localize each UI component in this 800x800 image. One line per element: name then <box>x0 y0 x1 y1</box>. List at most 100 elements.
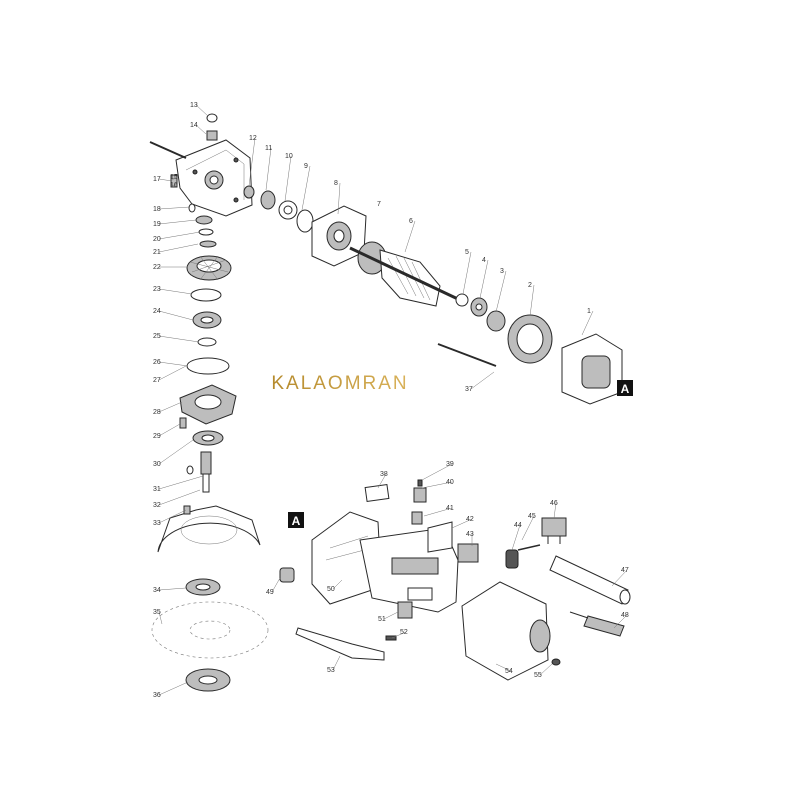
power-cord-part <box>569 611 625 637</box>
watermark-logo: KALAOMRAN <box>271 373 408 394</box>
svg-text:A: A <box>621 382 630 396</box>
part-number-label: 20 <box>153 236 161 243</box>
part-number-label: 13 <box>190 102 198 109</box>
part-number-label: 38 <box>380 471 388 478</box>
part-number-label: 11 <box>265 145 272 152</box>
part-number-label: 26 <box>153 359 161 366</box>
leader-line <box>158 401 183 413</box>
part-number-label: 43 <box>466 531 474 538</box>
field-coil-part <box>561 333 623 405</box>
spindle-part <box>186 451 212 493</box>
rear-cover-part <box>461 581 561 681</box>
leader-line <box>611 569 628 587</box>
svg-text:A: A <box>292 514 301 528</box>
leader-line <box>195 104 209 117</box>
baffle-ring-part <box>507 314 553 364</box>
part-number-label: 14 <box>190 122 198 129</box>
part-number-label: 53 <box>327 667 335 674</box>
switch-lever-part <box>295 627 397 661</box>
part-number-label: 6 <box>409 218 413 225</box>
part-number-label: 18 <box>153 206 161 213</box>
part-number-label: 44 <box>514 522 522 529</box>
leader-line <box>479 259 489 299</box>
part-number-label: 51 <box>378 616 386 623</box>
part-number-label: 1 <box>587 308 591 315</box>
grinding-wheel-part <box>151 601 269 659</box>
part-number-label: 34 <box>153 587 161 594</box>
leader-line <box>332 579 343 590</box>
part-number-label: 55 <box>534 672 542 679</box>
connector-mark-top: A <box>617 380 633 396</box>
part-number-label: 8 <box>334 180 338 187</box>
part-number-label: 41 <box>446 505 454 512</box>
part-number-label: 32 <box>153 502 161 509</box>
part-number-label: 15 <box>170 174 178 181</box>
leader-line <box>158 206 191 210</box>
leader-line <box>158 439 194 465</box>
leader-line <box>248 137 256 187</box>
part-number-label: 2 <box>528 282 532 289</box>
part-number-label: 21 <box>153 249 161 256</box>
leader-line <box>158 178 173 182</box>
leader-line <box>539 663 553 676</box>
bearing-parts-upper <box>243 185 314 233</box>
leader-line <box>271 577 281 593</box>
leader-line <box>158 681 189 696</box>
leader-line <box>495 270 507 313</box>
part-number-label: 54 <box>505 668 513 675</box>
part-number-label: 27 <box>153 377 161 384</box>
gear-housing-part <box>149 139 253 217</box>
leader-line <box>421 463 453 481</box>
part-number-label: 47 <box>621 567 629 574</box>
part-number-label: 36 <box>153 692 161 699</box>
leader-line <box>495 663 512 672</box>
leader-line <box>553 502 557 519</box>
leader-line <box>383 611 399 620</box>
cord-guard-and-capacitor-parts <box>505 517 567 569</box>
leader-line <box>170 176 177 182</box>
leader-line <box>158 361 189 367</box>
part-number-label: 52 <box>400 629 408 636</box>
wheel-guard-part <box>157 505 261 553</box>
leader-line <box>521 515 535 541</box>
part-number-label: 22 <box>153 264 161 271</box>
leader-line <box>511 524 521 551</box>
long-screw-part <box>437 343 497 367</box>
switch-and-label-parts <box>364 479 479 563</box>
armature-part <box>349 241 461 307</box>
leader-line <box>284 155 292 202</box>
leader-line <box>170 184 177 187</box>
bearing-box-part <box>179 384 237 446</box>
leader-line <box>158 219 197 225</box>
part-number-label: 29 <box>153 433 161 440</box>
leader-line <box>158 489 201 506</box>
snap-ring-and-bearing-parts <box>186 288 230 375</box>
part-number-label: 33 <box>153 520 161 527</box>
leader-line <box>158 243 199 253</box>
part-number-label: 46 <box>550 500 558 507</box>
part-number-label: 50 <box>327 586 335 593</box>
leader-line <box>470 371 495 390</box>
leader-line <box>332 655 341 671</box>
leader-line <box>423 507 453 517</box>
leader-line <box>377 473 387 489</box>
leader-line <box>265 147 272 191</box>
bevel-gear-part <box>186 255 232 281</box>
leader-line <box>158 509 187 524</box>
part-number-label: 31 <box>153 486 161 493</box>
leader-line <box>158 611 163 625</box>
rear-bearing-parts <box>455 293 506 332</box>
leader-line <box>158 288 193 295</box>
leader-line <box>581 310 594 336</box>
part-number-label: 45 <box>528 513 536 520</box>
part-number-label: 37 <box>465 386 473 393</box>
leader-line <box>462 251 472 295</box>
part-number-label: 10 <box>285 153 293 160</box>
leader-line <box>421 481 453 489</box>
part-number-label: 23 <box>153 286 161 293</box>
small-hardware-parts <box>170 113 218 248</box>
leader-line <box>391 631 407 639</box>
lock-button-part <box>279 567 413 619</box>
part-number-label: 7 <box>377 201 381 208</box>
part-number-label: 42 <box>466 516 474 523</box>
